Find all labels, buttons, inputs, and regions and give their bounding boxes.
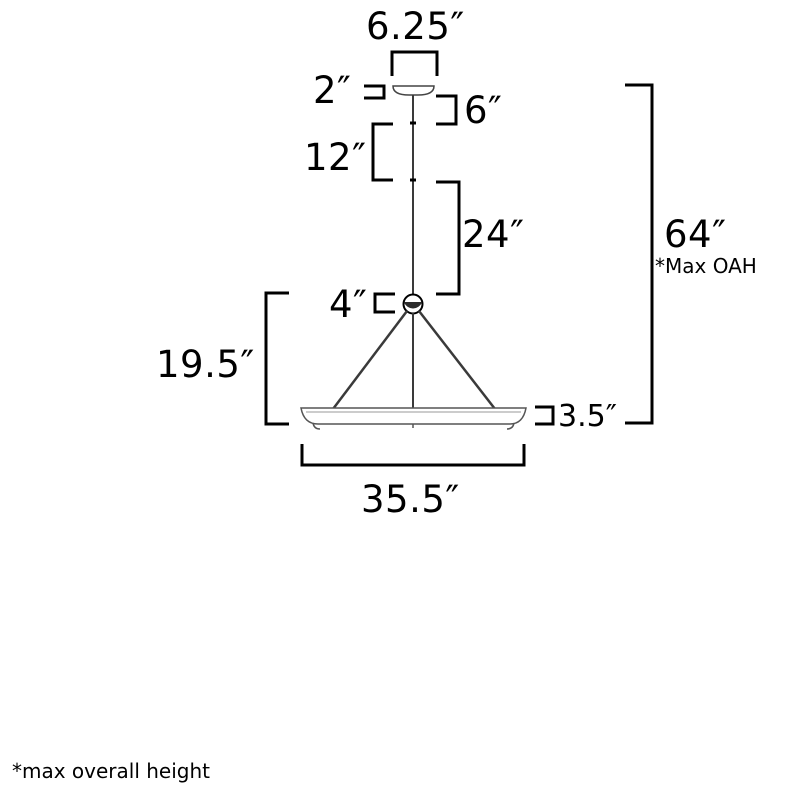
bracket-ring-height	[535, 405, 555, 426]
label-canopy-height: 2″	[313, 69, 352, 112]
arm-left	[332, 310, 408, 410]
bracket-rod-12	[371, 122, 393, 182]
label-rod-12: 12″	[304, 136, 367, 179]
bracket-overall	[625, 83, 654, 425]
label-frame-height: 19.5″	[156, 343, 255, 386]
bracket-top-rod	[436, 94, 458, 126]
bracket-rod-24	[436, 180, 461, 296]
dimension-brackets	[264, 50, 654, 467]
label-canopy-width: 6.25″	[366, 5, 465, 48]
bracket-ball	[373, 292, 395, 314]
label-overall: 64″	[664, 213, 727, 256]
label-ball: 4″	[329, 283, 368, 326]
canopy	[392, 85, 435, 96]
bracket-canopy-width	[390, 50, 439, 76]
arm-right	[418, 310, 496, 410]
ring	[300, 407, 527, 425]
bracket-canopy-height	[364, 84, 386, 100]
label-diameter: 35.5″	[361, 478, 460, 521]
label-rod-24: 24″	[462, 213, 525, 256]
label-top-rod: 6″	[464, 89, 503, 132]
chandelier	[300, 85, 527, 430]
label-ring-height: 3.5″	[558, 399, 617, 434]
footnote: *max overall height	[12, 759, 211, 783]
bracket-diameter	[300, 444, 526, 467]
bracket-frame-height	[264, 291, 289, 426]
label-overall-note: *Max OAH	[655, 254, 757, 278]
